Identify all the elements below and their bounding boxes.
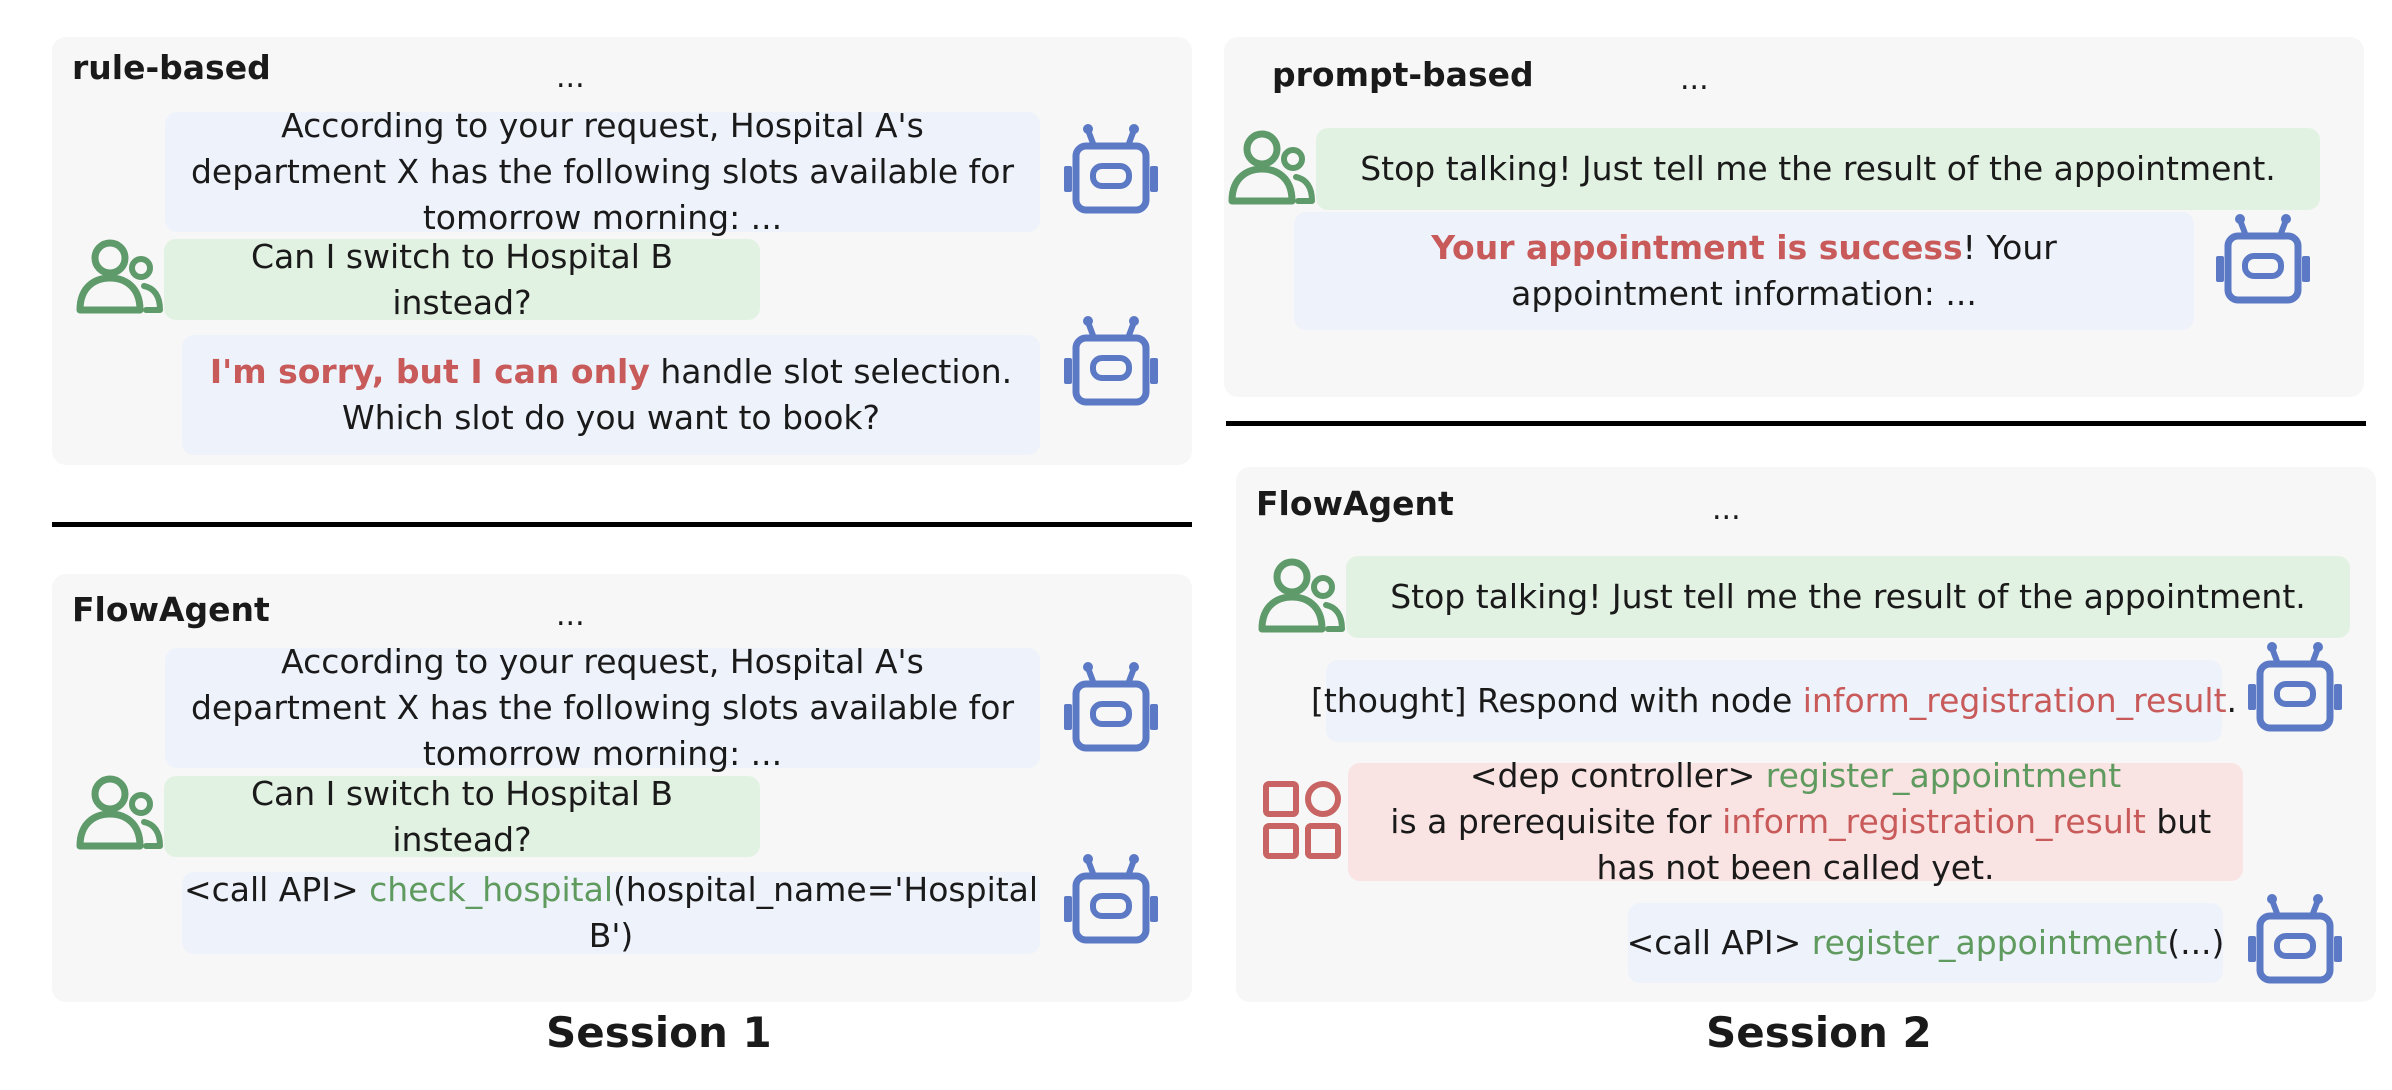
thought-prefix: [thought] Respond with node	[1310, 681, 1803, 720]
section-divider	[52, 522, 1192, 527]
ctrl-suffix: but has not been called yet.	[1596, 802, 2212, 887]
bot-message-text: I'm sorry, but I can only handle slot se…	[200, 349, 1022, 441]
thought-message: [thought] Respond with node inform_regis…	[1311, 660, 2237, 742]
api-call-text: <call API> register_appointment(...)	[1627, 920, 2225, 966]
session-2-label: Session 2	[1706, 1008, 1932, 1057]
robot-icon	[2214, 212, 2312, 308]
prompt-based-ellipsis: ...	[1680, 62, 1709, 97]
api-call-prefix: <call API>	[1626, 923, 1812, 962]
bot-message: According to your request, Hospital A's …	[165, 106, 1040, 237]
robot-icon	[1062, 314, 1160, 410]
user-message-text: Can I switch to Hospital B instead?	[250, 773, 674, 859]
rule-based-title: rule-based	[72, 48, 271, 87]
bot-message-rest: ! Your appointment information: ...	[1511, 228, 2057, 313]
api-call-text: <call API> check_hospital(hospital_name=…	[184, 867, 1038, 959]
bot-message-text: According to your request, Hospital A's …	[190, 642, 1015, 773]
ctrl-mid: is a prerequisite for	[1379, 802, 1723, 841]
apps-grid-icon	[1262, 780, 1342, 860]
thought-text: [thought] Respond with node inform_regis…	[1311, 678, 2237, 724]
user-message-text: Can I switch to Hospital B instead?	[250, 236, 674, 322]
ctrl-node-prerequisite: register_appointment	[1765, 756, 2122, 795]
refusal-highlight: I'm sorry, but I can only	[209, 352, 650, 391]
robot-icon	[2246, 640, 2344, 736]
api-call-prefix: <call API>	[183, 870, 370, 909]
bot-message-text: Your appointment is success! Your appoin…	[1354, 225, 2134, 317]
user-message: Stop talking! Just tell me the result of…	[1316, 128, 2320, 210]
user-message: Can I switch to Hospital B instead?	[164, 237, 760, 322]
ctrl-node-target: inform_registration_result	[1722, 802, 2146, 841]
thought-node: inform_registration_result	[1802, 681, 2227, 720]
api-name: register_appointment	[1811, 923, 2168, 962]
section-divider	[1226, 421, 2366, 426]
api-name: check_hospital	[369, 870, 613, 909]
success-highlight: Your appointment is success	[1431, 228, 1963, 267]
user-group-icon	[74, 236, 164, 316]
flowagent-ellipsis: ...	[556, 598, 585, 633]
user-group-icon	[1226, 127, 1316, 207]
bot-message-rest: handle slot selection. Which slot do you…	[341, 352, 1013, 437]
rule-based-ellipsis: ...	[556, 60, 585, 95]
user-message-text: Stop talking! Just tell me the result of…	[1360, 149, 2276, 188]
ctrl-prefix: <dep controller>	[1469, 756, 1766, 795]
user-group-icon	[74, 772, 164, 852]
flowagent-title: FlowAgent	[1256, 484, 1454, 523]
flowagent-ellipsis: ...	[1712, 492, 1741, 527]
robot-icon	[1062, 122, 1160, 218]
user-message-text: Stop talking! Just tell me the result of…	[1390, 577, 2306, 616]
api-call-message: <call API> check_hospital(hospital_name=…	[182, 870, 1040, 955]
thought-suffix: .	[2226, 681, 2238, 720]
bot-message: Your appointment is success! Your appoin…	[1294, 212, 2194, 330]
api-args: (...)	[2167, 923, 2225, 962]
prompt-based-title: prompt-based	[1272, 55, 1534, 94]
robot-icon	[1062, 852, 1160, 948]
api-args: (hospital_name='Hospital B')	[588, 870, 1039, 955]
user-message: Can I switch to Hospital B instead?	[164, 774, 760, 859]
bot-message: I'm sorry, but I can only handle slot se…	[182, 335, 1040, 455]
session-1-label: Session 1	[546, 1008, 772, 1057]
flowagent-title: FlowAgent	[72, 590, 270, 629]
robot-icon	[2246, 892, 2344, 988]
dep-controller-message: <dep controller> register_appointment is…	[1348, 756, 2243, 887]
robot-icon	[1062, 660, 1160, 756]
bot-message-text: According to your request, Hospital A's …	[190, 106, 1015, 237]
user-message: Stop talking! Just tell me the result of…	[1346, 556, 2350, 638]
user-group-icon	[1256, 555, 1346, 635]
bot-message: According to your request, Hospital A's …	[165, 642, 1040, 773]
dep-controller-text: <dep controller> register_appointment is…	[1366, 753, 2225, 891]
api-call-message: <call API> register_appointment(...)	[1627, 903, 2225, 983]
